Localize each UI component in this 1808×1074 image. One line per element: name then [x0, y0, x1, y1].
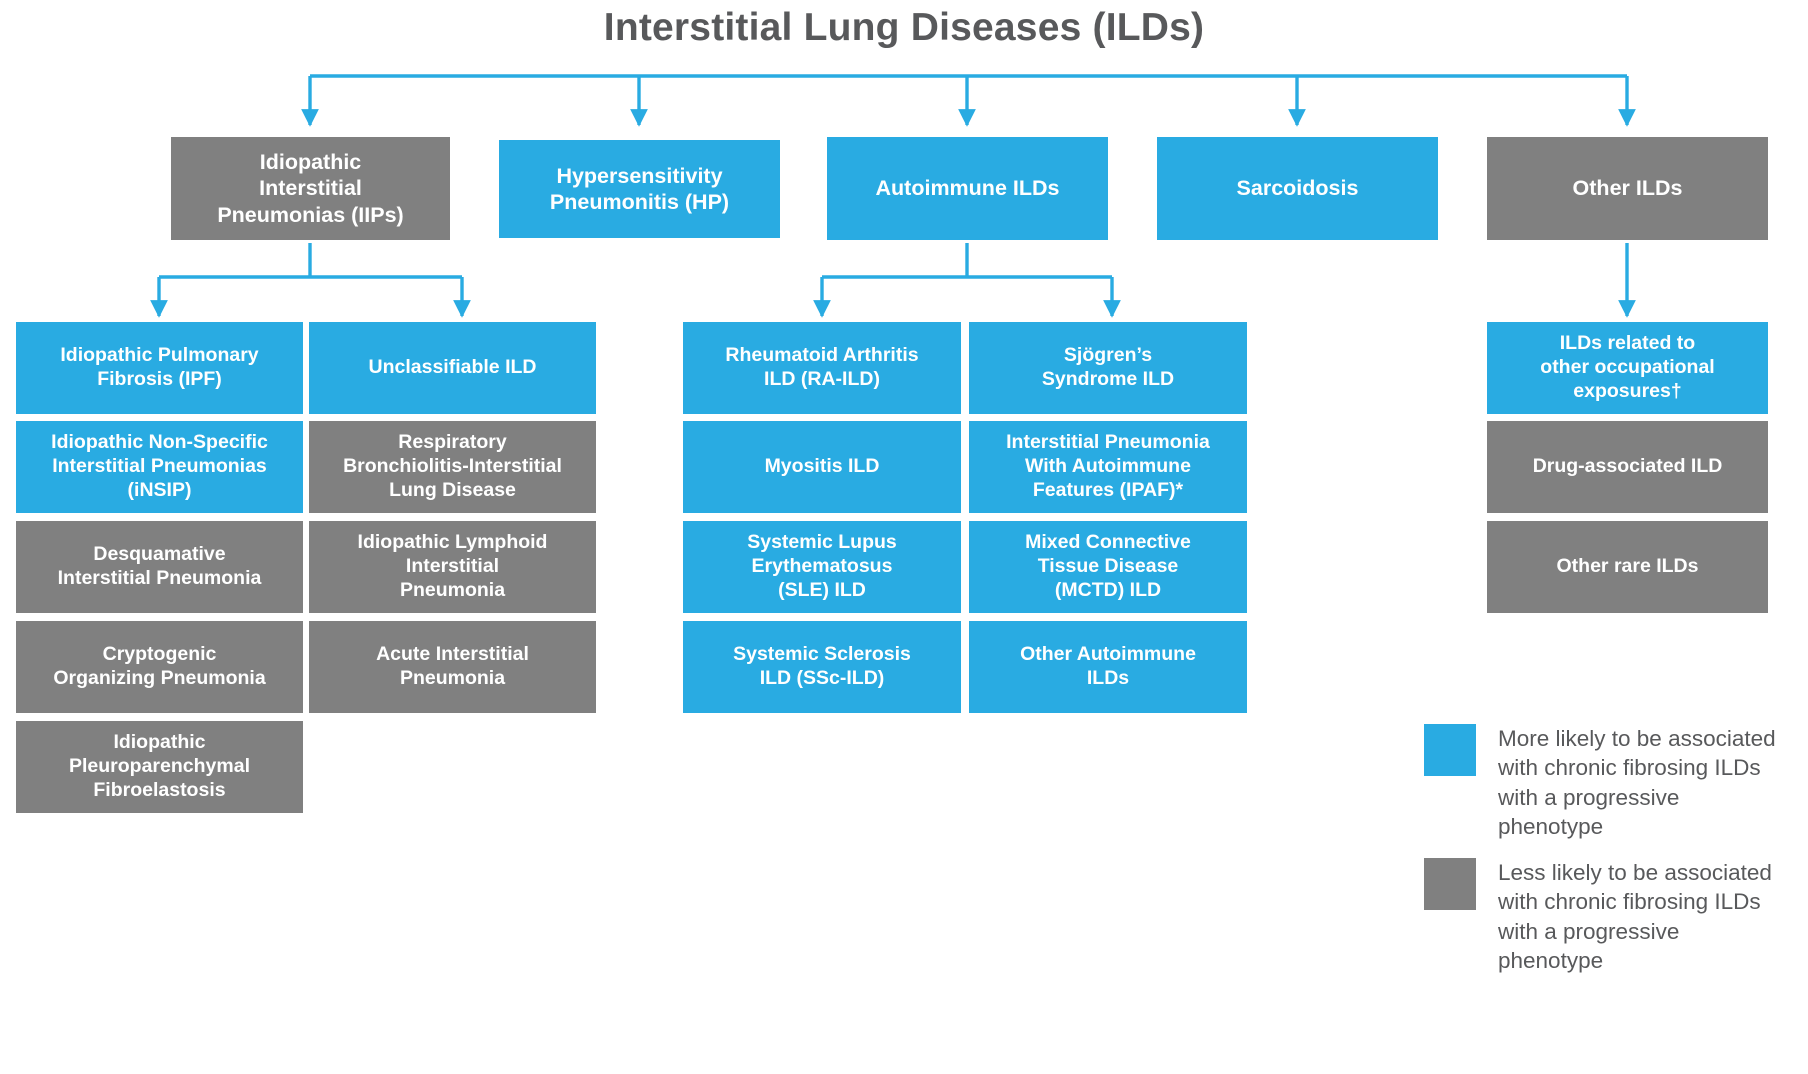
- node-ilds-occupational-exposures[interactable]: ILDs related to other occupational expos…: [1487, 322, 1768, 414]
- node-other-rare-ilds[interactable]: Other rare ILDs: [1487, 521, 1768, 613]
- legend-item-less-likely: Less likely to be associated with chroni…: [1424, 858, 1784, 975]
- node-cryptogenic-organizing-pneumonia[interactable]: Cryptogenic Organizing Pneumonia: [16, 621, 303, 713]
- node-myositis-ild[interactable]: Myositis ILD: [683, 421, 961, 513]
- node-acute-interstitial-pneumonia[interactable]: Acute Interstitial Pneumonia: [309, 621, 596, 713]
- node-ipaf[interactable]: Interstitial Pneumonia With Autoimmune F…: [969, 421, 1247, 513]
- legend-swatch-gray: [1424, 858, 1476, 910]
- legend-item-more-likely: More likely to be associated with chroni…: [1424, 724, 1784, 841]
- node-idiopathic-lymphoid-interstitial-pneumonia[interactable]: Idiopathic Lymphoid Interstitial Pneumon…: [309, 521, 596, 613]
- node-unclassifiable-ild[interactable]: Unclassifiable ILD: [309, 322, 596, 414]
- node-other-ilds[interactable]: Other ILDs: [1487, 137, 1768, 240]
- node-rheumatoid-arthritis-ild[interactable]: Rheumatoid Arthritis ILD (RA-ILD): [683, 322, 961, 414]
- page-title: Interstitial Lung Diseases (ILDs): [603, 6, 1205, 49]
- node-mixed-connective-tissue-disease-ild[interactable]: Mixed Connective Tissue Disease (MCTD) I…: [969, 521, 1247, 613]
- node-idiopathic-pulmonary-fibrosis[interactable]: Idiopathic Pulmonary Fibrosis (IPF): [16, 322, 303, 414]
- node-idiopathic-interstitial-pneumonias[interactable]: Idiopathic Interstitial Pneumonias (IIPs…: [171, 137, 450, 240]
- node-respiratory-bronchiolitis-ild[interactable]: Respiratory Bronchiolitis-Interstitial L…: [309, 421, 596, 513]
- node-sjogrens-syndrome-ild[interactable]: Sjögren’s Syndrome ILD: [969, 322, 1247, 414]
- node-autoimmune-ilds[interactable]: Autoimmune ILDs: [827, 137, 1108, 240]
- node-desquamative-interstitial-pneumonia[interactable]: Desquamative Interstitial Pneumonia: [16, 521, 303, 613]
- legend-swatch-blue: [1424, 724, 1476, 776]
- node-idiopathic-pleuroparenchymal-fibroelastosis[interactable]: Idiopathic Pleuroparenchymal Fibroelasto…: [16, 721, 303, 813]
- node-sarcoidosis[interactable]: Sarcoidosis: [1157, 137, 1438, 240]
- legend-label-less-likely: Less likely to be associated with chroni…: [1498, 860, 1772, 973]
- node-systemic-sclerosis-ild[interactable]: Systemic Sclerosis ILD (SSc-ILD): [683, 621, 961, 713]
- legend-label-more-likely: More likely to be associated with chroni…: [1498, 726, 1776, 839]
- node-drug-associated-ild[interactable]: Drug-associated ILD: [1487, 421, 1768, 513]
- node-systemic-lupus-erythematosus-ild[interactable]: Systemic Lupus Erythematosus (SLE) ILD: [683, 521, 961, 613]
- node-other-autoimmune-ilds[interactable]: Other Autoimmune ILDs: [969, 621, 1247, 713]
- node-hypersensitivity-pneumonitis[interactable]: Hypersensitivity Pneumonitis (HP): [499, 140, 780, 238]
- node-inspi[interactable]: Idiopathic Non-Specific Interstitial Pne…: [16, 421, 303, 513]
